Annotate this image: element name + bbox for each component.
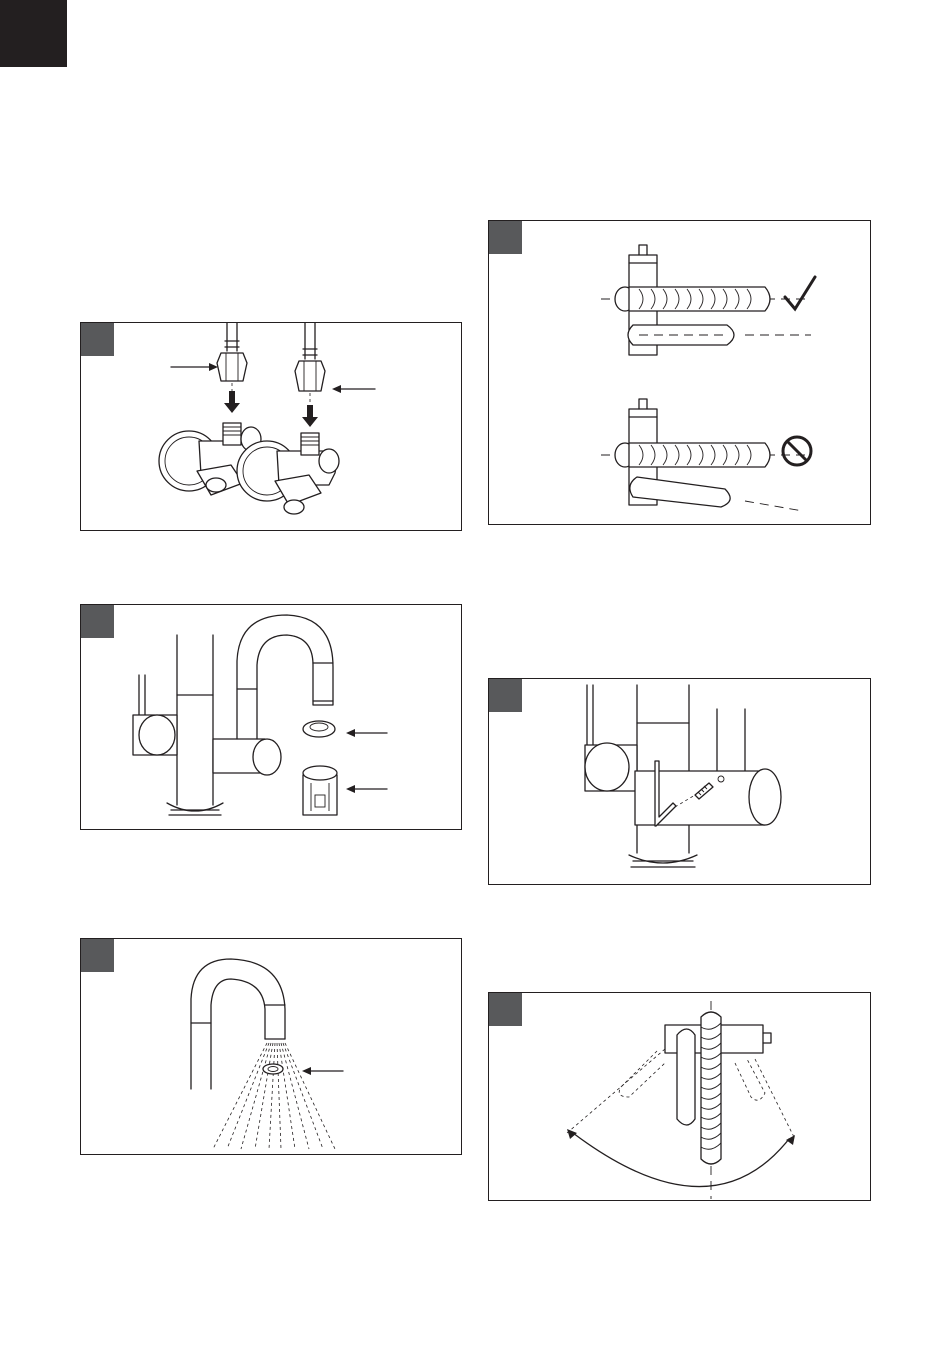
aerator-icon [303,766,337,815]
prohibited-icon [783,437,811,465]
water-spray-icon [213,1043,335,1149]
lever-icon [601,245,811,355]
figure-lever-alignment [488,220,871,525]
down-arrow-icon [224,391,318,427]
lever-rotation-illustration [489,993,871,1201]
figure-aerator-spray [80,938,462,1155]
check-mark-icon [785,277,815,309]
figure-spout-parts [80,604,462,830]
figure-hose-connection [80,322,462,531]
angle-valve-icon [159,423,339,514]
lever-icon [619,1012,771,1164]
corner-tab [0,0,67,67]
aerator-icon [263,1064,283,1074]
hose-nut-icon [217,323,325,391]
washer-icon [303,721,335,737]
spout-parts-illustration [81,605,462,830]
lever-alignment-illustration [489,221,871,525]
allen-key-screw-illustration [489,679,871,885]
lever-icon [601,399,811,511]
pointer-arrow-icon [346,729,387,793]
figure-allen-key-screw [488,678,871,885]
hose-connection-illustration [81,323,462,531]
figure-lever-rotation [488,992,871,1201]
aerator-spray-illustration [81,939,462,1155]
faucet-icon [585,685,781,867]
